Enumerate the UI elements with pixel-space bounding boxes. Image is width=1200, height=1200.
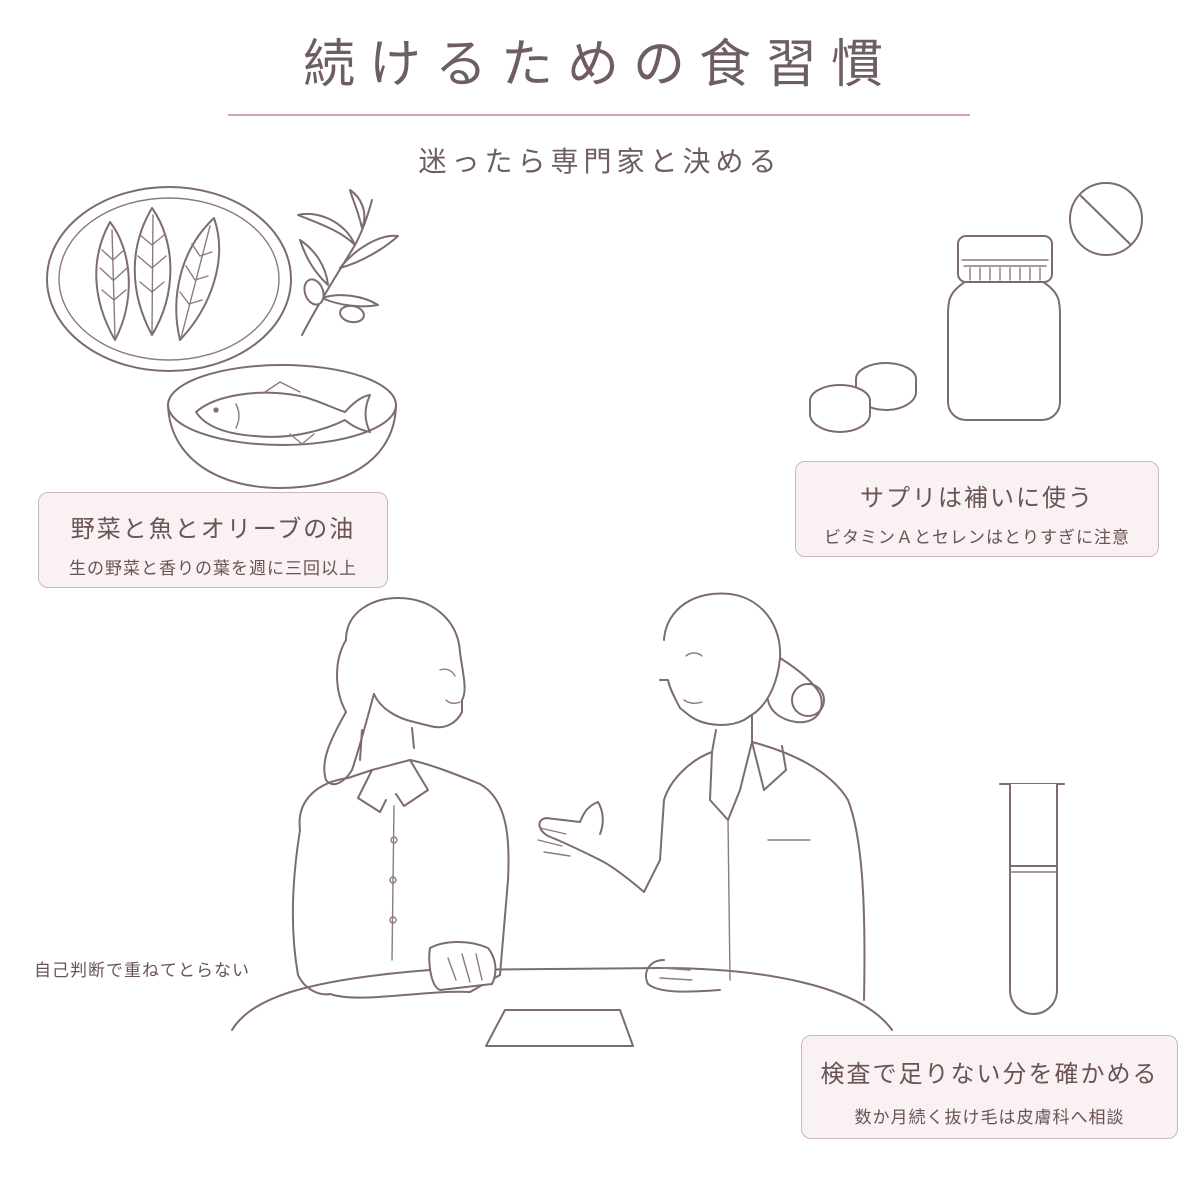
- supplement-card-title: サプリは補いに使う: [860, 484, 1094, 512]
- tablet-icon: [809, 182, 1143, 433]
- test-card-title: 検査で足りない分を確かめる: [820, 1060, 1159, 1088]
- food-card: 野菜と魚とオリーブの油 生の野菜と香りの葉を週に三回以上: [38, 492, 388, 588]
- test-tube-icon: [999, 783, 1065, 1015]
- test-card-note: 数か月続く抜け毛は皮膚科へ相談: [854, 1108, 1125, 1128]
- patient-figure: [291, 597, 510, 999]
- consultation-table: [231, 967, 893, 1047]
- doctor-figure: [537, 592, 866, 1001]
- side-note: 自己判断で重ねてとらない: [34, 961, 250, 981]
- supplement-bottle-icon: [947, 235, 1061, 421]
- title-divider: [228, 114, 970, 116]
- olive-branch-icon: [297, 189, 399, 336]
- food-card-note: 生の野菜と香りの葉を週に三回以上: [69, 559, 357, 579]
- page-subtitle: 迷ったら専門家と決める: [418, 145, 782, 178]
- supplement-card-note: ビタミンＡとセレンはとりすぎに注意: [824, 528, 1130, 548]
- food-card-title: 野菜と魚とオリーブの油: [70, 515, 356, 543]
- test-card: 検査で足りない分を確かめる 数か月続く抜け毛は皮膚科へ相談: [801, 1035, 1178, 1139]
- fish-bowl-icon: [167, 364, 397, 489]
- leafy-greens-plate-icon: [46, 186, 292, 372]
- supplement-card: サプリは補いに使う ビタミンＡとセレンはとりすぎに注意: [795, 461, 1159, 557]
- page-title: 続けるための食習慣: [302, 35, 897, 95]
